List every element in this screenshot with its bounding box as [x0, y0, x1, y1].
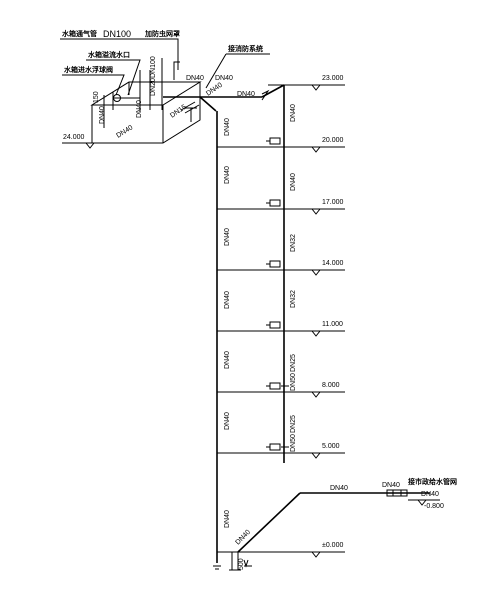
floor-8 [217, 382, 345, 398]
label-dn40-city: DN40 [421, 491, 439, 498]
svg-text:DN40: DN40 [224, 291, 231, 309]
svg-text:DN40: DN40 [224, 166, 231, 184]
city-supply-note: 接市政给水管网 [408, 477, 457, 486]
floor-11 [217, 321, 345, 337]
level-20: 20.000 [322, 137, 344, 144]
left-riser-labels: DN40 DN40 DN40 DN40 DN40 DN40 DN40 [224, 118, 231, 528]
svg-text:DN40: DN40 [290, 104, 297, 122]
svg-text:DN40: DN40 [224, 412, 231, 430]
svg-text:DN40: DN40 [224, 228, 231, 246]
level-14: 14.000 [322, 260, 344, 267]
label-dn40-top: DN40 [237, 91, 255, 98]
level-0: ±0.000 [322, 542, 343, 549]
svg-text:DN32: DN32 [290, 290, 297, 308]
label-dn40-ground: DN40 [234, 529, 252, 547]
svg-text:DN50: DN50 [290, 373, 297, 391]
svg-text:水箱溢流水口: 水箱溢流水口 [88, 50, 130, 59]
floor-23 [268, 84, 345, 91]
svg-text:DN40: DN40 [186, 75, 204, 82]
svg-text:DN25: DN25 [290, 354, 297, 372]
svg-text:DN32: DN32 [290, 234, 297, 252]
floor-14 [217, 260, 345, 276]
roof-water-tank [62, 58, 202, 149]
right-riser-labels: DN40 DN40 DN32 DN32 DN25 DN25 DN50 DN50 [290, 104, 297, 452]
label-500: 500 [238, 558, 245, 570]
city-level: -0.800 [424, 503, 444, 510]
floor-17 [217, 199, 345, 215]
svg-text:DN25: DN25 [290, 415, 297, 433]
svg-text:水箱进水浮球阀: 水箱进水浮球阀 [64, 65, 113, 74]
floor-20 [217, 137, 345, 153]
vent-pipe-note: 水箱通气管 DN100 加防虫网罩 [60, 29, 180, 70]
svg-text:DN40: DN40 [115, 124, 134, 139]
overflow-note: 水箱溢流水口 [86, 50, 141, 96]
bottom-fitting [217, 551, 252, 571]
level-17: 17.000 [322, 199, 344, 206]
svg-text:水箱通气管: 水箱通气管 [62, 29, 97, 38]
left-riser [213, 111, 221, 570]
tank-outlet-pipe [163, 84, 285, 122]
svg-text:DN100: DN100 [150, 56, 157, 78]
label-dn40-city-run: DN40 [330, 485, 348, 492]
svg-text:DN40: DN40 [224, 510, 231, 528]
svg-text:DN40: DN40 [99, 106, 106, 124]
svg-text:接消防系统: 接消防系统 [228, 44, 263, 53]
svg-text:DN20: DN20 [150, 78, 157, 96]
svg-text:DN50: DN50 [290, 434, 297, 452]
level-5: 5.000 [322, 443, 340, 450]
svg-text:DN40: DN40 [224, 351, 231, 369]
svg-text:150: 150 [93, 91, 100, 103]
level-23: 23.000 [322, 75, 344, 82]
svg-text:DN40: DN40 [136, 100, 143, 118]
svg-text:DN15: DN15 [169, 104, 188, 120]
floor-5 [217, 443, 345, 459]
level-8: 8.000 [322, 382, 340, 389]
fire-system-note: 接消防系统 [205, 44, 270, 89]
svg-text:DN40: DN40 [224, 118, 231, 136]
svg-text:DN40: DN40 [290, 173, 297, 191]
svg-text:DN100: DN100 [103, 29, 131, 39]
label-dn40-meter: DN40 [382, 482, 400, 489]
svg-text:加防虫网罩: 加防虫网罩 [144, 29, 180, 38]
svg-text:DN40: DN40 [215, 75, 233, 82]
level-11: 11.000 [322, 321, 343, 328]
tank-level: 24.000 [63, 134, 85, 141]
